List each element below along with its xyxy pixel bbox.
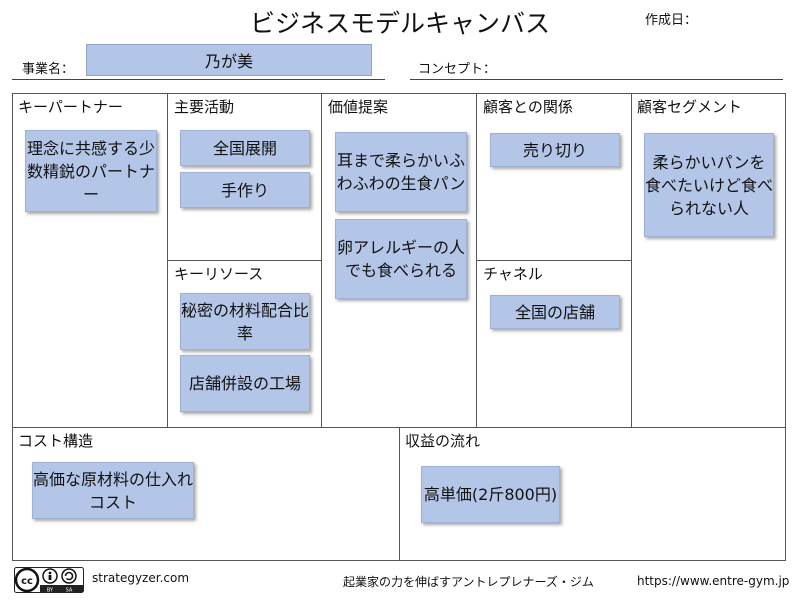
page-title: ビジネスモデルキャンバス [249, 9, 550, 38]
business-name-label: 事業名： [22, 62, 75, 77]
concept-label: コンセプト： [418, 62, 497, 77]
value-propositions-note-2[interactable]: 卵アレルギーの人でも食べられる [335, 219, 467, 299]
revenue-streams-note[interactable]: 高単価(2斤800円) [421, 466, 560, 523]
key-partners-title: キーパートナー [18, 98, 123, 116]
channels-note[interactable]: 全国の店舗 [490, 295, 620, 329]
creative-commons-by-sa-icon: cc BY SA [14, 567, 84, 593]
svg-text:SA: SA [66, 588, 73, 594]
cost-structure-note[interactable]: 高価な原材料の仕入れコスト [32, 462, 194, 519]
svg-text:BY: BY [47, 588, 54, 594]
customer-segments-title: 顧客セグメント [637, 98, 743, 116]
customer-relationships-title: 顧客との関係 [483, 98, 573, 116]
key-resources-note-1[interactable]: 秘密の材料配合比率 [180, 293, 310, 350]
customer-segments-note[interactable]: 柔らかいパンを食べたいけど食べられない人 [644, 133, 774, 237]
key-resources-note-2[interactable]: 店舗併設の工場 [180, 355, 310, 412]
canvas-border-top [12, 93, 786, 94]
key-activities-note-1[interactable]: 全国展開 [180, 130, 310, 166]
concept-underline [410, 79, 783, 80]
customer-relationships-note[interactable]: 売り切り [490, 133, 620, 167]
svg-text:cc: cc [21, 576, 33, 587]
created-date-label: 作成日： [645, 13, 698, 28]
revenue-streams-title: 収益の流れ [405, 432, 481, 450]
cost-structure-title: コスト構造 [18, 432, 94, 450]
key-activities-note-2[interactable]: 手作り [180, 172, 310, 208]
canvas-divider-bottom [399, 427, 400, 561]
strategyzer-link[interactable]: strategyzer.com [92, 571, 190, 585]
footer-url-link[interactable]: https://www.entre-gym.jp [637, 574, 790, 588]
business-name-field[interactable]: 乃が美 [86, 44, 372, 76]
value-propositions-note-1[interactable]: 耳まで柔らかいふわふわの生食パン [335, 132, 467, 212]
key-activities-title: 主要活動 [174, 98, 235, 116]
key-resources-title: キーリソース [174, 265, 264, 283]
canvas-border-right [785, 93, 786, 561]
footer-tagline: 起業家の力を伸ばすアントレプレナーズ・ジム [343, 575, 594, 589]
channels-title: チャネル [483, 265, 543, 283]
canvas-divider-relationships [476, 260, 632, 261]
canvas-divider-activities [167, 260, 322, 261]
value-propositions-title: 価値提案 [328, 98, 389, 116]
canvas-border-left [12, 93, 13, 561]
key-partners-note[interactable]: 理念に共感する少数精鋭のパートナー [25, 130, 157, 212]
business-name-underline [12, 79, 385, 80]
